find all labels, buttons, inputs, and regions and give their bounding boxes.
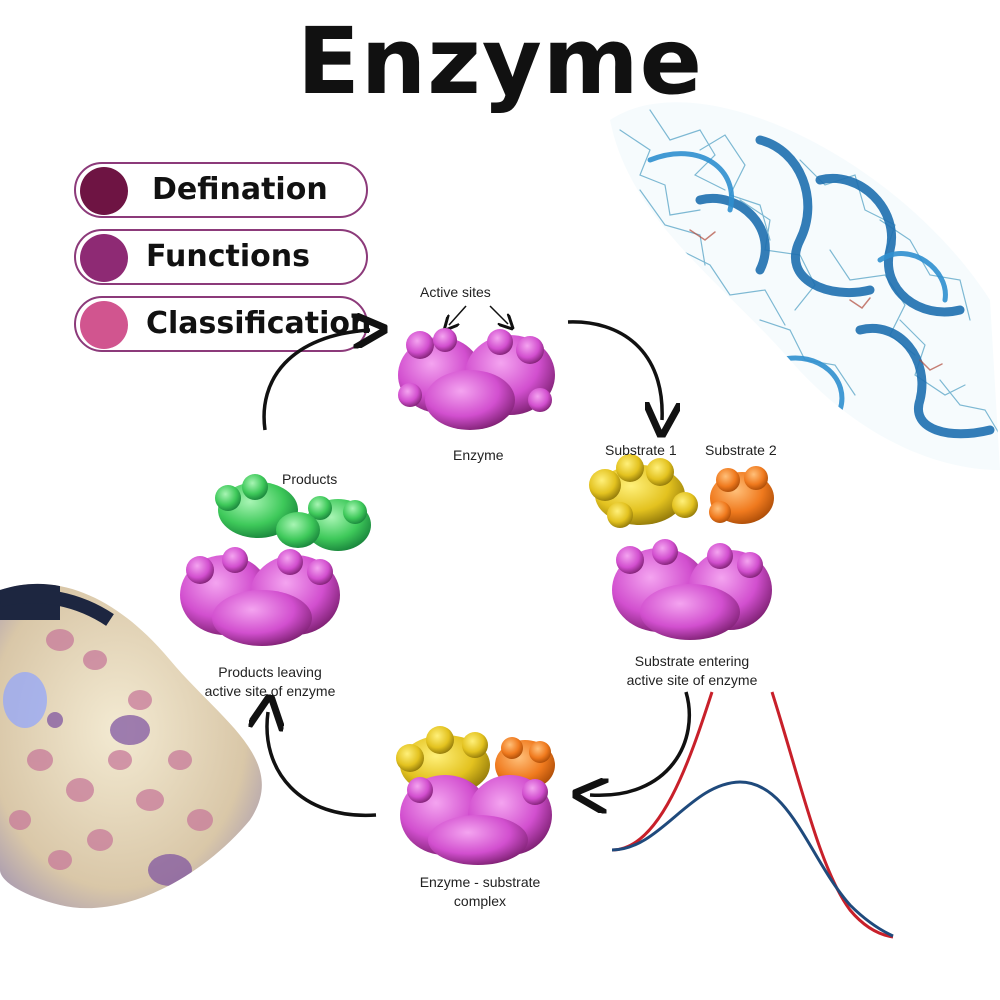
menu-item-label: Defination <box>152 172 328 207</box>
active-site-arrows <box>449 305 508 325</box>
enzyme-molecule-right <box>612 539 772 640</box>
protein-structure-image <box>610 102 1000 471</box>
caption-line: Substrate entering <box>634 653 750 669</box>
substrate-entering-label: Substrate entering active site of enzyme <box>612 652 772 690</box>
caption-line: complex <box>453 893 507 909</box>
caption-line: active site of enzyme <box>626 672 758 688</box>
caption-line: Enzyme - substrate <box>419 874 541 890</box>
substrate-2-molecule <box>709 466 774 524</box>
substrate-1-label: Substrate 1 <box>605 442 677 458</box>
caption-line: Products leaving <box>218 664 322 680</box>
menu-item-functions[interactable]: Functions <box>74 229 368 285</box>
enzyme-molecule-left <box>180 547 340 646</box>
bullet-icon <box>80 234 128 282</box>
caption-line: active site of enzyme <box>204 683 336 699</box>
page-title: Enzyme <box>296 8 704 115</box>
substrate-2-label: Substrate 2 <box>705 442 777 458</box>
products-label: Products <box>282 471 338 487</box>
bullet-icon <box>80 301 128 349</box>
enzyme-substrate-complex <box>396 726 555 865</box>
products-leaving-label: Products leaving active site of enzyme <box>190 663 350 701</box>
products-molecule <box>215 474 371 551</box>
cycle-arrows <box>264 322 691 818</box>
microscopy-image <box>0 583 262 909</box>
bullet-icon <box>80 167 128 215</box>
reaction-curves <box>611 691 894 939</box>
menu-item-classification[interactable]: Classification <box>74 296 371 352</box>
active-sites-label: Active sites <box>420 284 491 300</box>
substrate-1-molecule <box>589 454 698 528</box>
complex-label: Enzyme - substrate complex <box>405 873 555 911</box>
menu-item-label: Functions <box>146 239 310 274</box>
menu-item-defination[interactable]: Defination <box>74 162 368 218</box>
enzyme-label: Enzyme <box>453 447 504 463</box>
enzyme-molecule <box>398 328 555 430</box>
